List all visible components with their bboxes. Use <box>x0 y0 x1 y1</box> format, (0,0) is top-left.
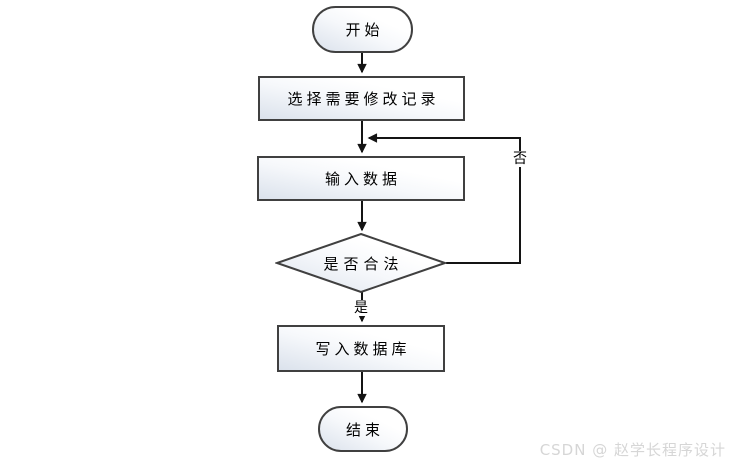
node-select-record: 选择需要修改记录 <box>258 76 465 121</box>
node-decision-valid: 是否合法 <box>275 233 447 293</box>
node-start-label: 开始 <box>345 21 384 39</box>
node-select-record-label: 选择需要修改记录 <box>287 90 440 108</box>
edge-label-yes: 是 <box>353 300 369 316</box>
node-start: 开始 <box>312 6 413 53</box>
edge-label-no: 否 <box>512 151 528 167</box>
node-input-data-label: 输入数据 <box>324 170 401 188</box>
decision-diamond-shape <box>275 233 447 293</box>
node-write-db-label: 写入数据库 <box>315 340 411 358</box>
node-write-db: 写入数据库 <box>277 325 445 372</box>
watermark-text: CSDN @ 赵学长程序设计 <box>539 441 726 459</box>
node-decision-valid-label: 是否合法 <box>323 254 404 273</box>
node-end: 结束 <box>318 406 408 452</box>
node-input-data: 输入数据 <box>257 156 465 201</box>
node-end-label: 结束 <box>345 420 384 439</box>
